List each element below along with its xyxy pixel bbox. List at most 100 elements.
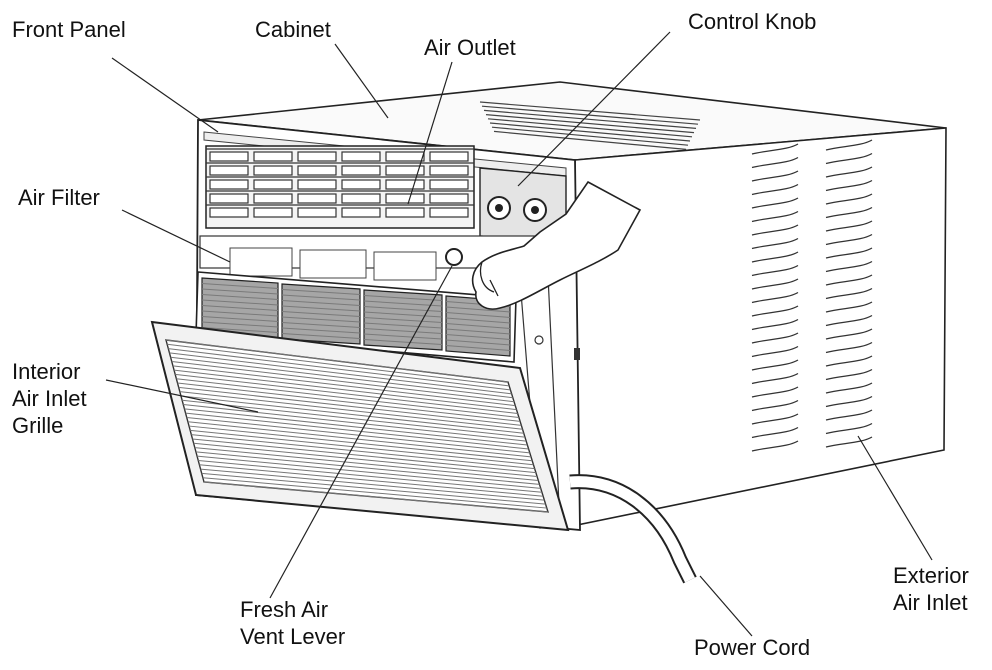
grille-slat bbox=[170, 356, 513, 399]
top-vent-slot bbox=[485, 114, 695, 134]
outlet-vane bbox=[297, 207, 337, 218]
exterior-louver bbox=[751, 440, 799, 452]
grille-slat bbox=[190, 429, 534, 466]
air-filter-mesh-line bbox=[445, 345, 511, 351]
outlet-vane bbox=[209, 179, 249, 190]
outlet-vane bbox=[385, 207, 425, 218]
air-filter-mesh-line bbox=[281, 289, 361, 295]
exterior-louver bbox=[751, 278, 799, 290]
exterior-louver bbox=[751, 359, 799, 371]
label-air-outlet: Air Outlet bbox=[424, 35, 516, 60]
outlet-vane bbox=[297, 151, 337, 162]
exterior-louver bbox=[825, 220, 873, 232]
air-filter-panel bbox=[363, 289, 443, 351]
air-filter-mesh-line bbox=[363, 317, 443, 323]
exterior-louver bbox=[751, 386, 799, 398]
air-filter-mesh-line bbox=[445, 323, 511, 329]
filter-bay-slot bbox=[373, 251, 437, 281]
exterior-louver bbox=[751, 156, 799, 169]
air-filter-mesh-line bbox=[363, 328, 443, 334]
exterior-louver bbox=[825, 260, 873, 273]
exterior-louver bbox=[751, 237, 799, 250]
air-filter-mesh-line bbox=[201, 310, 279, 317]
exterior-louver bbox=[825, 233, 873, 246]
grille-slat bbox=[187, 421, 532, 458]
exterior-louver bbox=[751, 305, 799, 317]
exterior-louver bbox=[825, 247, 873, 259]
leader-fresh-air-lever bbox=[269, 265, 453, 599]
grille-slat bbox=[172, 365, 516, 407]
outlet-vane bbox=[385, 151, 425, 162]
top-vent-slot bbox=[489, 122, 691, 142]
filter-bay-slots bbox=[229, 247, 437, 281]
exterior-louver bbox=[825, 206, 873, 219]
label-exterior-line-2: Air Inlet bbox=[893, 590, 968, 615]
exterior-louver bbox=[751, 183, 799, 196]
grille-slat bbox=[178, 386, 522, 426]
outlet-vane bbox=[341, 193, 381, 204]
grille-slat bbox=[203, 481, 549, 513]
control-knob-right-center bbox=[531, 206, 539, 214]
exterior-louver bbox=[825, 287, 873, 300]
outlet-vane bbox=[385, 165, 425, 176]
air-filter-mesh-line bbox=[281, 316, 361, 323]
rail-screw bbox=[534, 335, 544, 345]
outlet-vane bbox=[209, 151, 249, 162]
top-vent-slot bbox=[483, 109, 697, 129]
grille-slat bbox=[192, 438, 536, 474]
leader-lines bbox=[105, 31, 933, 637]
grille-slat bbox=[191, 434, 535, 470]
outlet-vane bbox=[341, 151, 381, 162]
fresh-air-vent-lever-icon[interactable] bbox=[445, 248, 463, 266]
outlet-vane bbox=[253, 165, 293, 176]
outlet-vane bbox=[253, 151, 293, 162]
air-filter-mesh-line bbox=[281, 311, 361, 317]
label-control-knob: Control Knob bbox=[688, 9, 817, 34]
exterior-louver bbox=[825, 139, 873, 151]
exterior-louver bbox=[825, 274, 873, 286]
label-fresh-air-line-1: Fresh Air bbox=[240, 597, 329, 622]
air-filter-mesh-line bbox=[445, 339, 511, 346]
grille-slat bbox=[182, 399, 526, 438]
exterior-louver bbox=[751, 224, 799, 236]
air-filter-mesh-line bbox=[363, 295, 443, 301]
outlet-vane bbox=[341, 207, 381, 218]
filter-bay-slot bbox=[299, 249, 367, 279]
exterior-louver bbox=[825, 179, 873, 192]
grille-slat bbox=[184, 408, 528, 446]
top-vent-slot bbox=[493, 130, 687, 150]
outlet-vane bbox=[297, 179, 337, 190]
grille-slat bbox=[198, 459, 542, 493]
exterior-louver bbox=[825, 301, 873, 313]
top-vent-slot bbox=[481, 105, 699, 125]
air-filter-mesh-line bbox=[363, 300, 443, 307]
top-vent-slot bbox=[491, 126, 689, 146]
exterior-louver bbox=[825, 166, 873, 178]
air-filter-panel bbox=[445, 295, 511, 357]
label-front-panel: Front Panel bbox=[12, 17, 126, 42]
leader-cabinet bbox=[334, 43, 389, 119]
grille-slat bbox=[176, 378, 519, 418]
leader-interior-grille bbox=[105, 379, 259, 413]
label-interior-line-2: Air Inlet bbox=[12, 386, 87, 411]
exterior-louver bbox=[751, 345, 799, 358]
leader-power-cord bbox=[699, 575, 753, 637]
grille-slat bbox=[200, 468, 545, 501]
exterior-louver bbox=[751, 197, 799, 209]
air-filter-mesh-line bbox=[281, 294, 361, 301]
air-filter-mesh-line bbox=[445, 306, 511, 313]
grille-slat bbox=[169, 352, 512, 395]
exterior-louver bbox=[751, 318, 799, 331]
outlet-vane bbox=[297, 193, 337, 204]
exterior-louver bbox=[751, 264, 799, 277]
air-filter-mesh-line bbox=[445, 334, 511, 340]
air-filter-mesh-line bbox=[363, 339, 443, 345]
grille-slat bbox=[186, 416, 530, 454]
air-filter-mesh-line bbox=[445, 312, 511, 318]
label-fresh-air-line-2: Vent Lever bbox=[240, 624, 346, 649]
exterior-louver bbox=[825, 422, 873, 435]
air-filter-mesh-line bbox=[281, 333, 361, 339]
air-filter-panel bbox=[281, 283, 361, 345]
filter-bay-slot bbox=[229, 247, 293, 277]
